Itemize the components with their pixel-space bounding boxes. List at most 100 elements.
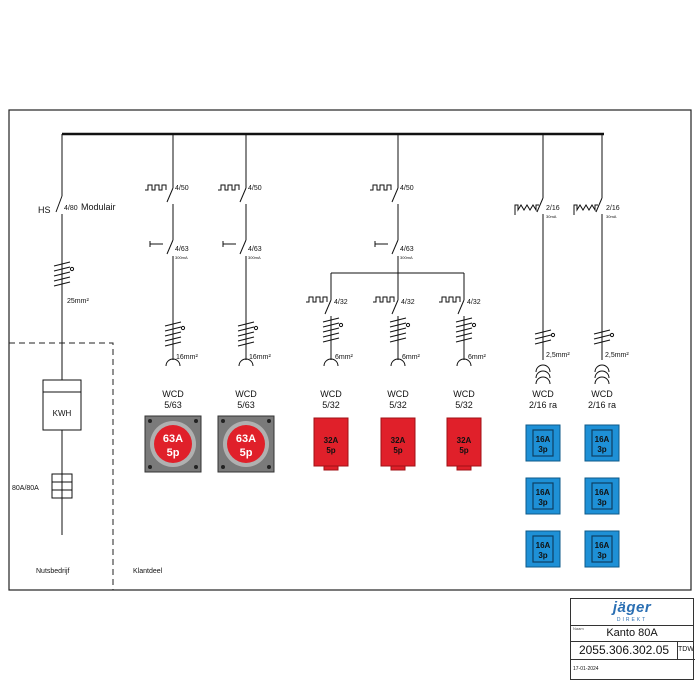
group-4 [514,134,556,385]
branch-3-socket-pole: 5p [459,446,468,455]
group-4-socket-2 [525,477,561,515]
group-5-socket-1 [584,424,620,462]
branch-1-breaker: 4/32 [334,299,348,306]
main-switch-label: HS [38,205,51,215]
branch-3 [439,273,477,367]
branch-2-socket-pole: 5p [393,446,402,455]
group-2-breaker: 4/50 [248,185,262,192]
branch-2-device-rating: 5/32 [389,400,407,410]
group-3-rcd: 4/63 [400,246,414,253]
group-4-cable: 2,5mm² [546,352,570,359]
group-5-device-rating: 2/16 ra [588,400,616,410]
branch-1-socket-32a [313,417,349,471]
main-switch-rating: 4/80 [64,205,78,212]
branch-3-breaker: 4/32 [467,299,481,306]
group-1-breaker: 4/50 [175,185,189,192]
group-1-rcd: 4/63 [175,246,189,253]
drawing-initials: TDW [677,641,695,660]
group-4-socket-1-pole: 3p [538,445,547,454]
group-5-socket-3-amp: 16A [595,541,610,550]
branch-1-cable: 6mm² [335,354,354,361]
utility-boundary [9,342,114,590]
group-5-cable: 2,5mm² [605,352,629,359]
zone-left-label: Nutsbedrijf [36,568,70,575]
branch-2-socket-32a [380,417,416,471]
branch-1 [306,273,344,367]
group-1-socket-pole: 5p [167,447,180,459]
branch-2-cable: 6mm² [402,354,421,361]
group-3 [331,134,464,274]
group-3-rcd-sens: 300mA [400,255,413,260]
group-2-socket-pole: 5p [240,447,253,459]
group-5-socket-2-amp: 16A [595,488,610,497]
branch-3-socket-amp: 32A [457,436,472,445]
group-5-socket-1-pole: 3p [597,445,606,454]
title-block: jäger DIREKT Naam Kanto 80A 2055.306.302… [570,598,695,680]
group-3-breaker: 4/50 [400,185,414,192]
branch-2-socket-amp: 32A [391,436,406,445]
main-fuse-label: 80A/80A [12,485,39,492]
group-4-socket-2-pole: 3p [538,498,547,507]
group-5-rcd-sens: 30mA [606,214,617,219]
branch-1-device: WCD [320,389,342,399]
brand-name: jäger [612,599,652,616]
group-4-socket-1 [525,424,561,462]
group-5-socket-3 [584,530,620,568]
zone-right-label: Klantdeel [133,568,163,575]
group-1-device: WCD [162,389,184,399]
main-feeder [53,134,75,535]
branch-3-device: WCD [453,389,475,399]
group-4-breaker: 2/16 [546,205,560,212]
group-2 [218,134,259,367]
group-2-device: WCD [235,389,257,399]
brand-sub: DIREKT [616,617,648,623]
drawing-name: Kanto 80A [571,627,693,642]
group-5-socket-2-pole: 3p [597,498,606,507]
drawing-code: 2055.306.302.05 [571,641,678,660]
branch-2-device: WCD [387,389,409,399]
group-2-cable: 16mm² [249,354,271,361]
group-2-rcd: 4/63 [248,246,262,253]
group-5-socket-1-amp: 16A [595,435,610,444]
kwh-meter [42,379,82,431]
group-1 [145,134,186,367]
group-4-device: WCD [532,389,554,399]
group-4-rcd-sens: 30mA [546,214,557,219]
group-4-socket-3 [525,530,561,568]
group-1-device-rating: 5/63 [164,400,182,410]
group-5-socket-2 [584,477,620,515]
main-cable-label: 25mm² [67,298,89,305]
group-4-socket-3-amp: 16A [536,541,551,550]
group-4-device-rating: 2/16 ra [529,400,557,410]
brand-logo: jäger DIREKT [571,599,693,626]
drawing-date: 17-01-2024 [573,666,599,672]
group-1-cable: 16mm² [176,354,198,361]
branch-2-breaker: 4/32 [401,299,415,306]
diagram-frame [8,109,692,591]
branch-2 [373,273,411,367]
branch-1-socket-pole: 5p [326,446,335,455]
branch-1-socket-amp: 32A [324,436,339,445]
main-fuse [51,473,73,499]
group-4-socket-2-amp: 16A [536,488,551,497]
group-5 [573,134,615,385]
group-4-socket-1-amp: 16A [536,435,551,444]
branch-3-cable: 6mm² [468,354,487,361]
group-1-rcd-sens: 300mA [175,255,188,260]
group-2-rcd-sens: 300mA [248,255,261,260]
group-2-socket-63a [217,415,275,473]
branch-3-device-rating: 5/32 [455,400,473,410]
branch-1-device-rating: 5/32 [322,400,340,410]
group-1-socket-63a [144,415,202,473]
group-5-breaker: 2/16 [606,205,620,212]
group-2-socket-amp: 63A [236,433,256,445]
name-field-label: Naam [573,626,584,631]
group-5-socket-3-pole: 3p [597,551,606,560]
kwh-label: KWH [53,409,72,418]
group-5-device: WCD [591,389,613,399]
group-2-device-rating: 5/63 [237,400,255,410]
group-1-socket-amp: 63A [163,433,183,445]
group-4-socket-3-pole: 3p [538,551,547,560]
branch-3-socket-32a [446,417,482,471]
